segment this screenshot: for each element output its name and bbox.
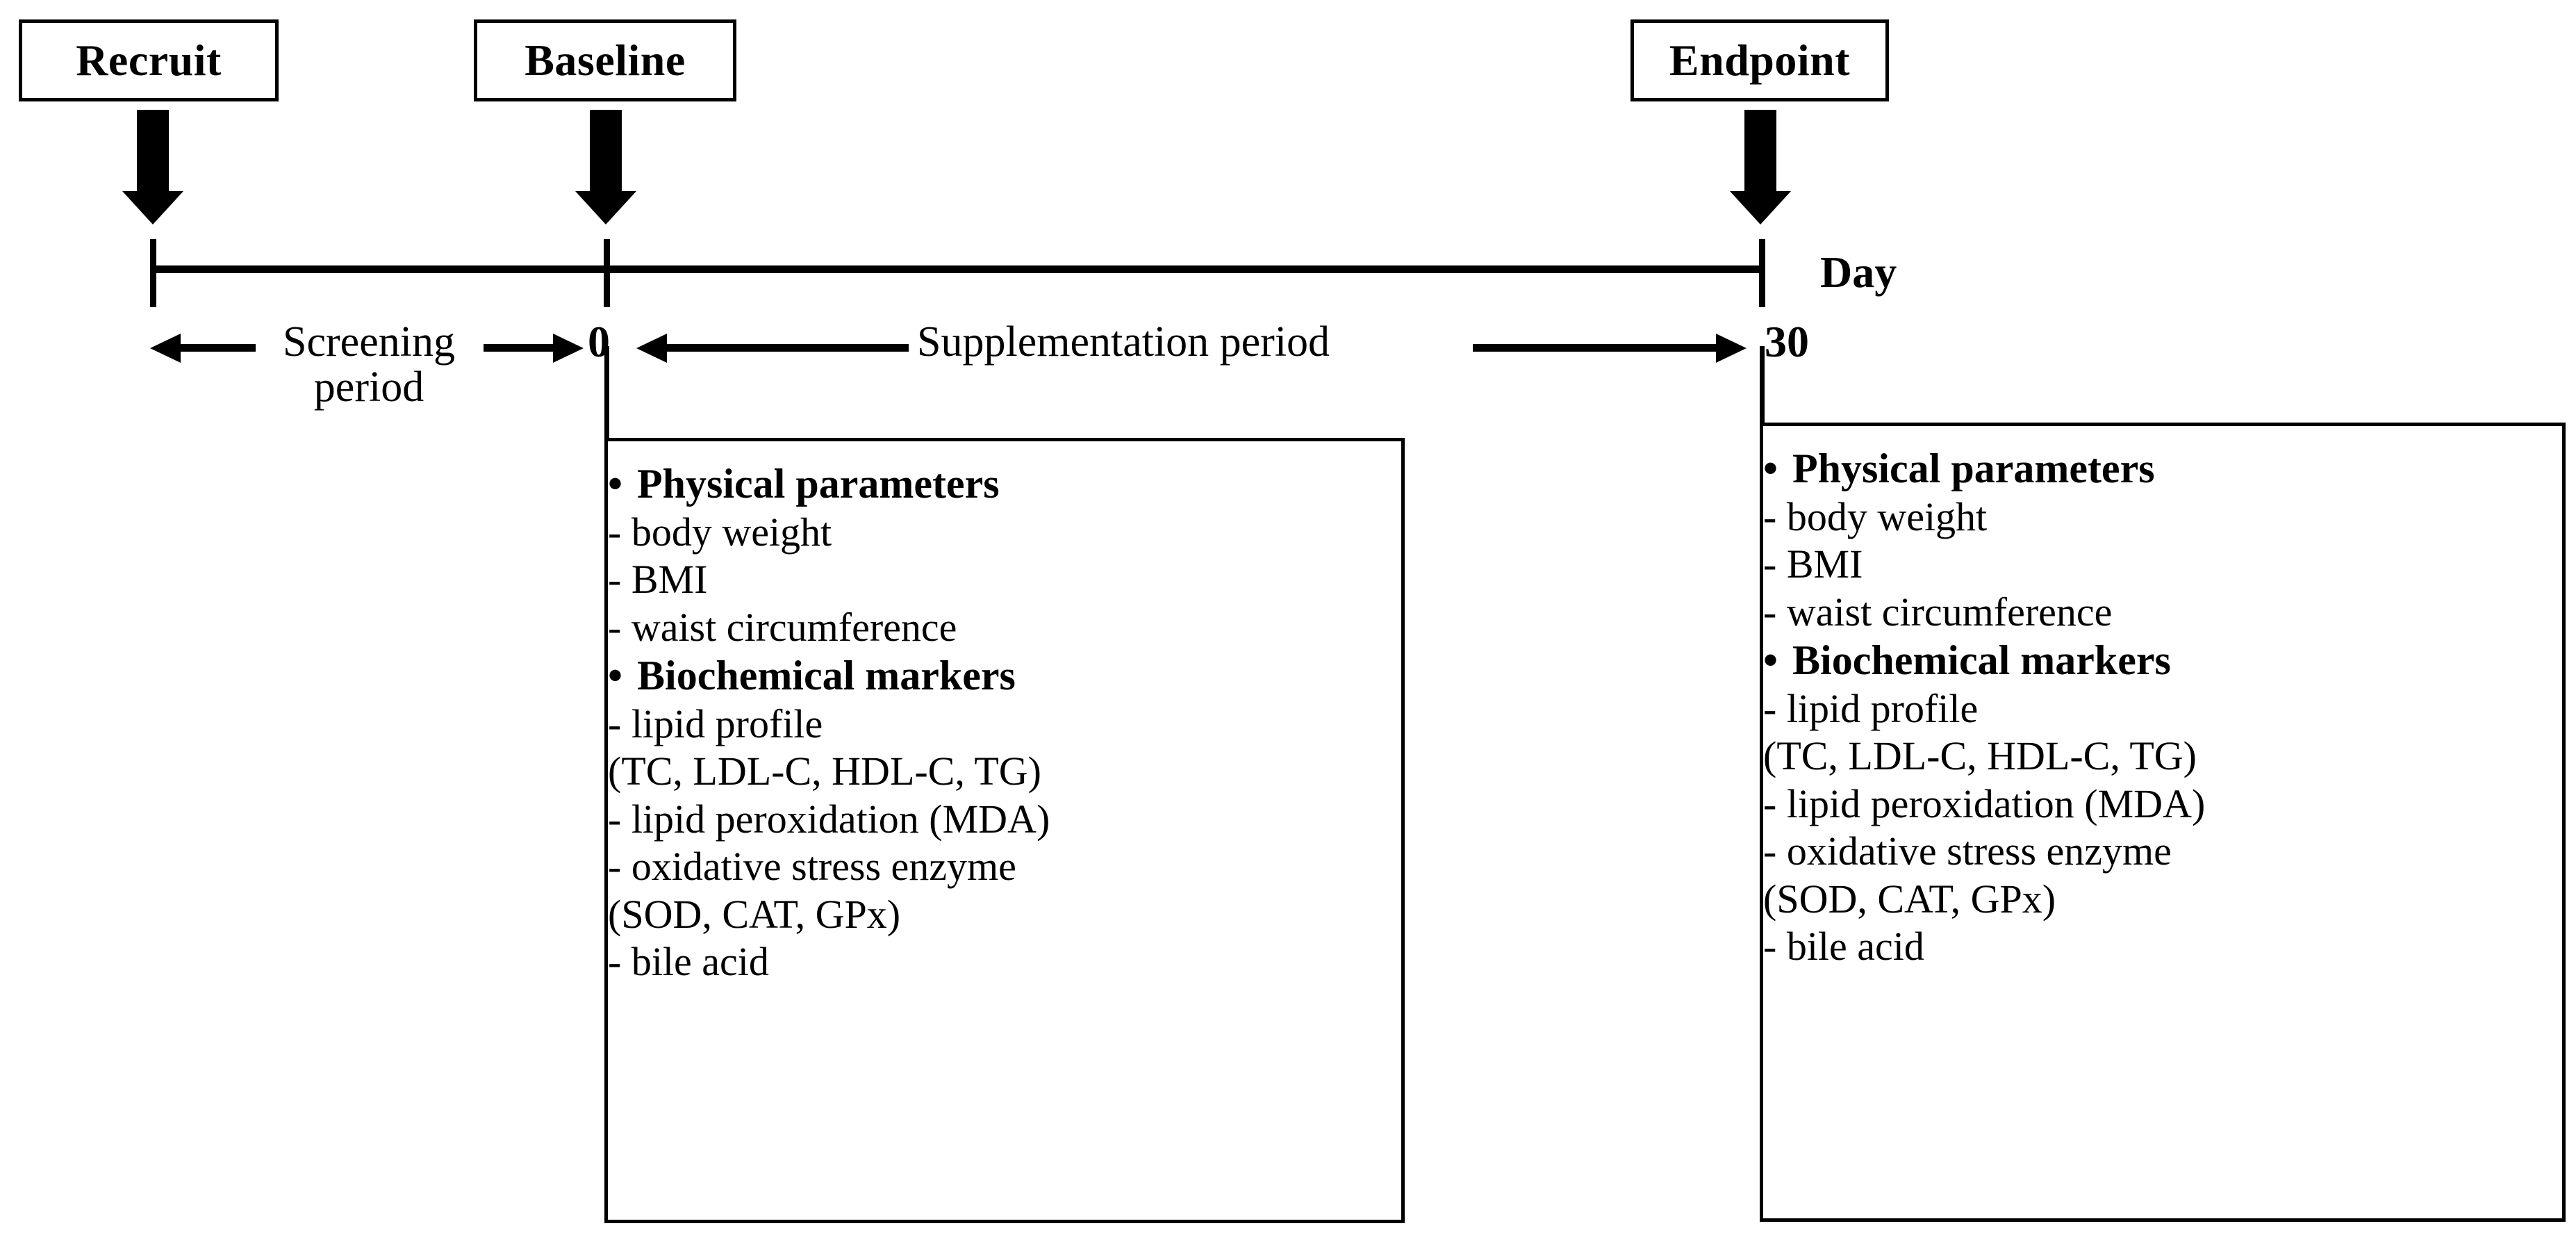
assessment-item: - waist circumference bbox=[608, 604, 957, 650]
screening-range-arrowhead-left bbox=[150, 334, 181, 363]
assessment-list: • Physical parameters - body weight - BMI… bbox=[1763, 444, 2562, 971]
assessment-panel-baseline: • Physical parameters - body weight - BMI… bbox=[604, 438, 1405, 1223]
milestone-box-baseline: Baseline bbox=[474, 19, 736, 101]
assessment-group-heading: • Physical parameters bbox=[608, 459, 1401, 509]
assessment-list: • Physical parameters - body weight - BMI… bbox=[608, 459, 1401, 986]
axis-tick-day-30 bbox=[1759, 239, 1765, 307]
assessment-group-heading-text: Biochemical markers bbox=[637, 653, 1016, 699]
assessment-panel-endpoint: • Physical parameters - body weight - BMI… bbox=[1760, 423, 2566, 1222]
axis-unit-label: Day bbox=[1820, 247, 1897, 297]
supplementation-range-line-right bbox=[1473, 344, 1717, 352]
bullet-icon: • bbox=[608, 653, 623, 699]
arrow-recruit-to-axis bbox=[122, 110, 183, 224]
assessment-item: - BMI bbox=[1763, 541, 1863, 587]
arrow-head bbox=[575, 191, 636, 224]
assessment-group-heading-text: Physical parameters bbox=[637, 461, 1000, 507]
arrow-head bbox=[1730, 191, 1791, 224]
assessment-group-heading: • Biochemical markers bbox=[608, 651, 1401, 701]
arrow-baseline-to-axis bbox=[575, 110, 636, 224]
milestone-label-endpoint: Endpoint bbox=[1669, 35, 1851, 85]
supplementation-range-line-left bbox=[666, 344, 909, 352]
arrow-shaft bbox=[590, 110, 622, 193]
arrow-endpoint-to-axis bbox=[1730, 110, 1791, 224]
axis-tick-label-day-0: 0 bbox=[588, 317, 610, 366]
axis-tick-day-0 bbox=[604, 239, 610, 307]
assessment-item-continuation: (SOD, CAT, GPx) bbox=[1763, 876, 2056, 922]
arrow-head bbox=[122, 191, 183, 224]
screening-range-line-left bbox=[179, 344, 256, 352]
screening-period-label: Screening period bbox=[254, 318, 484, 411]
screening-range-arrowhead-right bbox=[553, 334, 584, 363]
assessment-group-heading-text: Physical parameters bbox=[1792, 445, 2155, 491]
assessment-item: - bile acid bbox=[1763, 924, 1924, 970]
bullet-icon: • bbox=[1763, 637, 1778, 684]
timeline-axis-line bbox=[151, 265, 1765, 273]
screening-period-label-line2: period bbox=[313, 363, 424, 411]
assessment-item: - oxidative stress enzyme bbox=[608, 844, 1016, 890]
axis-tick-label-day-30: 30 bbox=[1765, 317, 1809, 366]
assessment-item: - lipid peroxidation (MDA) bbox=[608, 796, 1050, 842]
arrow-shaft bbox=[137, 110, 169, 193]
assessment-item: - body weight bbox=[608, 509, 832, 555]
milestone-box-recruit: Recruit bbox=[19, 19, 279, 101]
assessment-group-heading-text: Biochemical markers bbox=[1792, 637, 2171, 684]
assessment-item-continuation: (TC, LDL-C, HDL-C, TG) bbox=[1763, 733, 2197, 779]
supplementation-period-label: Supplementation period bbox=[917, 318, 1330, 366]
milestone-label-recruit: Recruit bbox=[76, 35, 222, 85]
assessment-item: - oxidative stress enzyme bbox=[1763, 828, 2172, 874]
assessment-group-heading: • Physical parameters bbox=[1763, 444, 2562, 493]
assessment-item-continuation: (TC, LDL-C, HDL-C, TG) bbox=[608, 749, 1041, 794]
bullet-icon: • bbox=[1763, 445, 1778, 491]
assessment-item: - lipid peroxidation (MDA) bbox=[1763, 780, 2206, 826]
screening-range-line-right bbox=[484, 344, 554, 352]
assessment-group-heading: • Biochemical markers bbox=[1763, 636, 2562, 685]
arrow-shaft bbox=[1744, 110, 1776, 193]
assessment-item: - body weight bbox=[1763, 493, 1988, 539]
axis-start-tick bbox=[150, 239, 156, 307]
supplementation-range-arrowhead-right bbox=[1716, 334, 1747, 363]
assessment-item: - waist circumference bbox=[1763, 589, 2113, 635]
milestone-label-baseline: Baseline bbox=[525, 35, 686, 85]
assessment-item: - lipid profile bbox=[608, 701, 823, 746]
milestone-box-endpoint: Endpoint bbox=[1630, 19, 1889, 101]
supplementation-range-arrowhead-left bbox=[636, 334, 667, 363]
assessment-item: - lipid profile bbox=[1763, 685, 1979, 731]
bullet-icon: • bbox=[608, 461, 623, 507]
assessment-item: - BMI bbox=[608, 557, 708, 603]
screening-period-label-line1: Screening bbox=[283, 318, 455, 366]
assessment-item-continuation: (SOD, CAT, GPx) bbox=[608, 891, 901, 937]
assessment-item: - bile acid bbox=[608, 939, 769, 985]
